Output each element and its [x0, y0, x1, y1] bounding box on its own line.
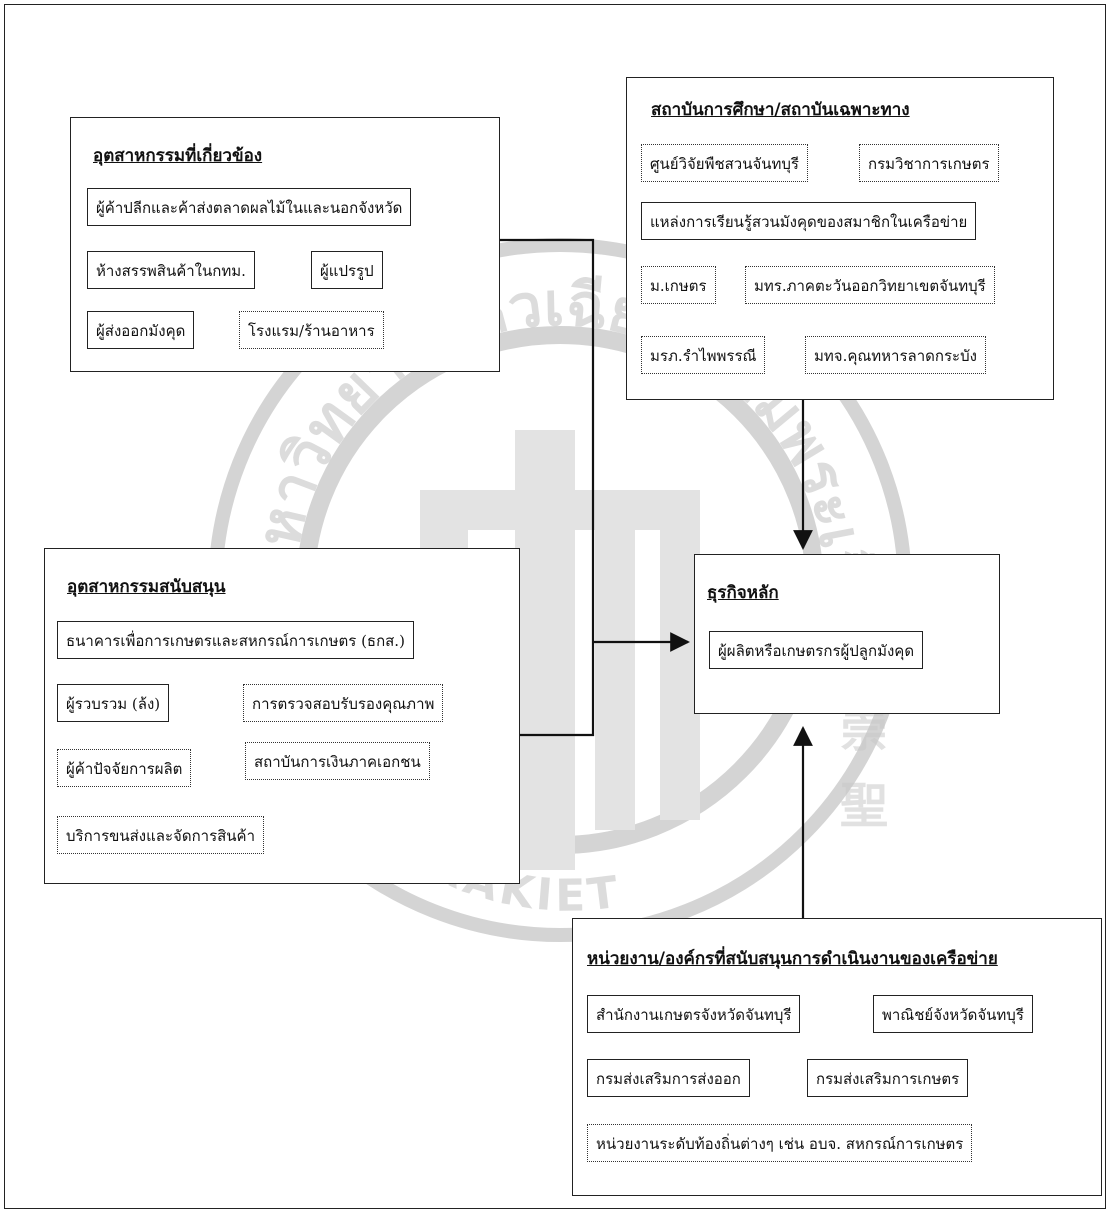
supporting-industry-item: บริการขนส่งและจัดการสินค้า — [57, 816, 265, 854]
support-agencies-title: หน่วยงาน/องค์กรที่สนับสนุนการดำเนินงานขอ… — [587, 949, 998, 969]
supporting-industries-group: อุตสาหกรรมสนับสนุน ธนาคารเพื่อการเกษตรแล… — [44, 548, 520, 884]
institution-item: มรภ.รำไพพรรณี — [641, 336, 766, 374]
institution-item: กรมวิชาการเกษตร — [859, 144, 999, 182]
institution-item: แหล่งการเรียนรู้สวนมังคุดของสมาชิกในเครื… — [641, 202, 977, 240]
supporting-industries-title: อุตสาหกรรมสนับสนุน — [67, 577, 226, 597]
supporting-industry-item: สถาบันการเงินภาคเอกชน — [245, 742, 430, 780]
supporting-industry-item: การตรวจสอบรับรองคุณภาพ — [243, 684, 444, 722]
institution-item: มทร.ภาคตะวันออกวิทยาเขตจันทบุรี — [745, 266, 995, 304]
institution-item: ศูนย์วิจัยพืชสวนจันทบุรี — [641, 144, 808, 182]
related-industry-item: ห้างสรรพสินค้าในกทม. — [87, 251, 255, 289]
support-agency-item: กรมส่งเสริมการเกษตร — [807, 1059, 969, 1097]
related-industry-item: ผู้ส่งออกมังคุด — [87, 311, 195, 349]
industries-connector-line — [500, 238, 595, 737]
institution-item: ม.เกษตร — [641, 266, 716, 304]
institution-item: มทจ.คุณทหารลาดกระบัง — [805, 336, 986, 374]
support-agency-item: พาณิชย์จังหวัดจันทบุรี — [873, 995, 1033, 1033]
diagram-frame — [4, 4, 1106, 1209]
core-business-group: ธุรกิจหลัก ผู้ผลิตหรือเกษตรกรผู้ปลูกมังค… — [694, 554, 1000, 714]
support-agency-item: กรมส่งเสริมการส่งออก — [587, 1059, 750, 1097]
support-agency-item: สำนักงานเกษตรจังหวัดจันทบุรี — [587, 995, 801, 1033]
related-industry-item: โรงแรม/ร้านอาหาร — [239, 311, 384, 349]
supporting-industry-item: ผู้รวบรวม (ล้ง) — [57, 684, 170, 722]
institutions-title: สถาบันการศึกษา/สถาบันเฉพาะทาง — [651, 100, 910, 120]
related-industry-item: ผู้แปรรูป — [311, 251, 383, 289]
support-agency-item: หน่วยงานระดับท้องถิ่นต่างๆ เช่น อบจ. สหก… — [587, 1124, 973, 1162]
supporting-industry-item: ผู้ค้าปัจจัยการผลิต — [57, 749, 192, 787]
core-business-item: ผู้ผลิตหรือเกษตรกรผู้ปลูกมังคุด — [709, 631, 924, 669]
institutions-group: สถาบันการศึกษา/สถาบันเฉพาะทาง ศูนย์วิจัย… — [626, 77, 1054, 400]
supporting-industry-item: ธนาคารเพื่อการเกษตรและสหกรณ์การเกษตร (ธก… — [57, 621, 414, 659]
related-industries-title: อุตสาหกรรมที่เกี่ยวข้อง — [93, 146, 263, 166]
core-business-title: ธุรกิจหลัก — [707, 583, 779, 603]
related-industry-item: ผู้ค้าปลีกและค้าส่งตลาดผลไม้ในและนอกจังห… — [87, 188, 412, 226]
support-agencies-group: หน่วยงาน/องค์กรที่สนับสนุนการดำเนินงานขอ… — [572, 918, 1102, 1196]
related-industries-group: อุตสาหกรรมที่เกี่ยวข้อง ผู้ค้าปลีกและค้า… — [70, 117, 500, 372]
